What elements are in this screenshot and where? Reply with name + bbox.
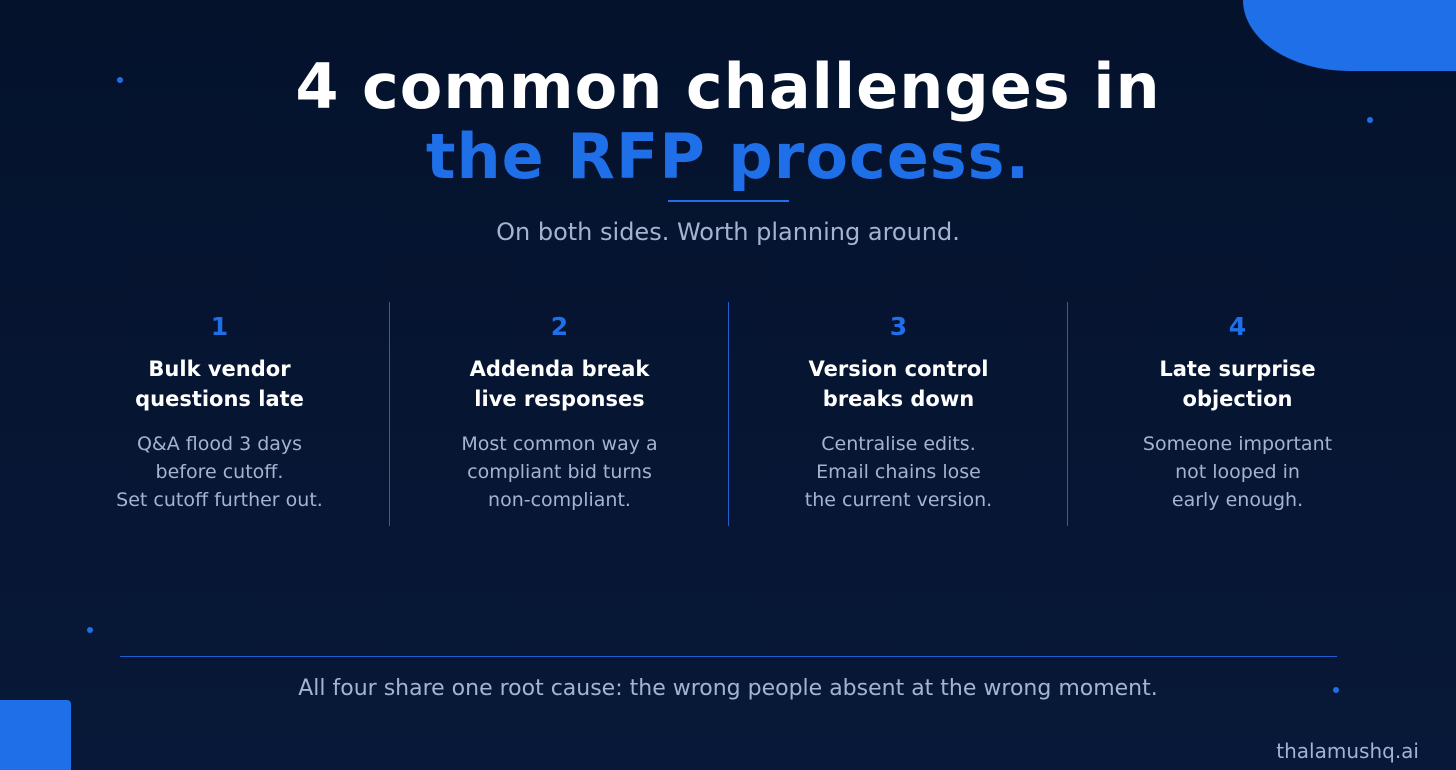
challenge-description-line: before cutoff. xyxy=(155,461,284,483)
challenge-number: 2 xyxy=(550,312,569,341)
challenge-description-line: Set cutoff further out. xyxy=(116,489,323,511)
decorative-dot xyxy=(1333,687,1339,693)
challenge-heading-line: Bulk vendor xyxy=(148,357,291,381)
challenge-heading-line: Addenda break xyxy=(469,357,650,381)
challenge-description: Centralise edits. Email chains lose the … xyxy=(729,430,1068,514)
challenge-description-line: Q&A flood 3 days xyxy=(136,433,303,455)
decorative-dot xyxy=(87,627,93,633)
challenge-heading: Addenda break live responses xyxy=(390,354,729,414)
subtitle: On both sides. Worth planning around. xyxy=(496,218,960,246)
page-title: 4 common challenges in the RFP process. xyxy=(0,52,1456,192)
challenge-number: 3 xyxy=(889,312,908,341)
challenge-description-line: the current version. xyxy=(804,489,993,511)
challenge-card: 4 Late surprise objection Someone import… xyxy=(1067,302,1407,526)
challenge-description-line: Most common way a xyxy=(461,433,658,455)
title-line-1: 4 common challenges in xyxy=(295,50,1161,123)
challenge-card: 1 Bulk vendor questions late Q&A flood 3… xyxy=(50,302,389,526)
challenge-description-line: not looped in xyxy=(1175,461,1300,483)
challenge-heading-line: live responses xyxy=(474,387,645,411)
challenge-heading-line: Late surprise xyxy=(1159,357,1316,381)
challenge-description-line: compliant bid turns xyxy=(467,461,652,483)
brand-link[interactable]: thalamushq.ai xyxy=(1276,739,1419,763)
challenge-heading-line: breaks down xyxy=(822,387,975,411)
title-underline xyxy=(668,200,789,202)
challenge-heading: Version control breaks down xyxy=(729,354,1068,414)
challenge-description-line: early enough. xyxy=(1171,489,1304,511)
challenge-card: 2 Addenda break live responses Most comm… xyxy=(389,302,729,526)
challenge-heading: Late surprise objection xyxy=(1068,354,1407,414)
challenge-description: Most common way a compliant bid turns no… xyxy=(390,430,729,514)
challenge-description-line: non-compliant. xyxy=(488,489,631,511)
challenge-number: 1 xyxy=(210,312,229,341)
challenge-description-line: Someone important xyxy=(1142,433,1333,455)
decorative-dot xyxy=(1367,117,1373,123)
challenge-description-line: Centralise edits. xyxy=(821,433,976,455)
challenge-card: 3 Version control breaks down Centralise… xyxy=(728,302,1068,526)
challenge-heading-line: questions late xyxy=(135,387,304,411)
challenge-number: 4 xyxy=(1228,312,1247,341)
challenge-heading-line: Version control xyxy=(808,357,989,381)
footer-summary: All four share one root cause: the wrong… xyxy=(298,676,1158,701)
title-line-2: the RFP process. xyxy=(425,120,1031,193)
challenge-description-line: Email chains lose xyxy=(816,461,981,483)
decorative-dot xyxy=(117,77,123,83)
challenge-description: Someone important not looped in early en… xyxy=(1068,430,1407,514)
challenge-heading-line: objection xyxy=(1182,387,1293,411)
footer-divider xyxy=(120,656,1337,657)
challenge-heading: Bulk vendor questions late xyxy=(50,354,389,414)
challenges-grid: 1 Bulk vendor questions late Q&A flood 3… xyxy=(50,302,1406,526)
corner-square-decoration xyxy=(0,700,71,770)
challenge-description: Q&A flood 3 days before cutoff. Set cuto… xyxy=(50,430,389,514)
